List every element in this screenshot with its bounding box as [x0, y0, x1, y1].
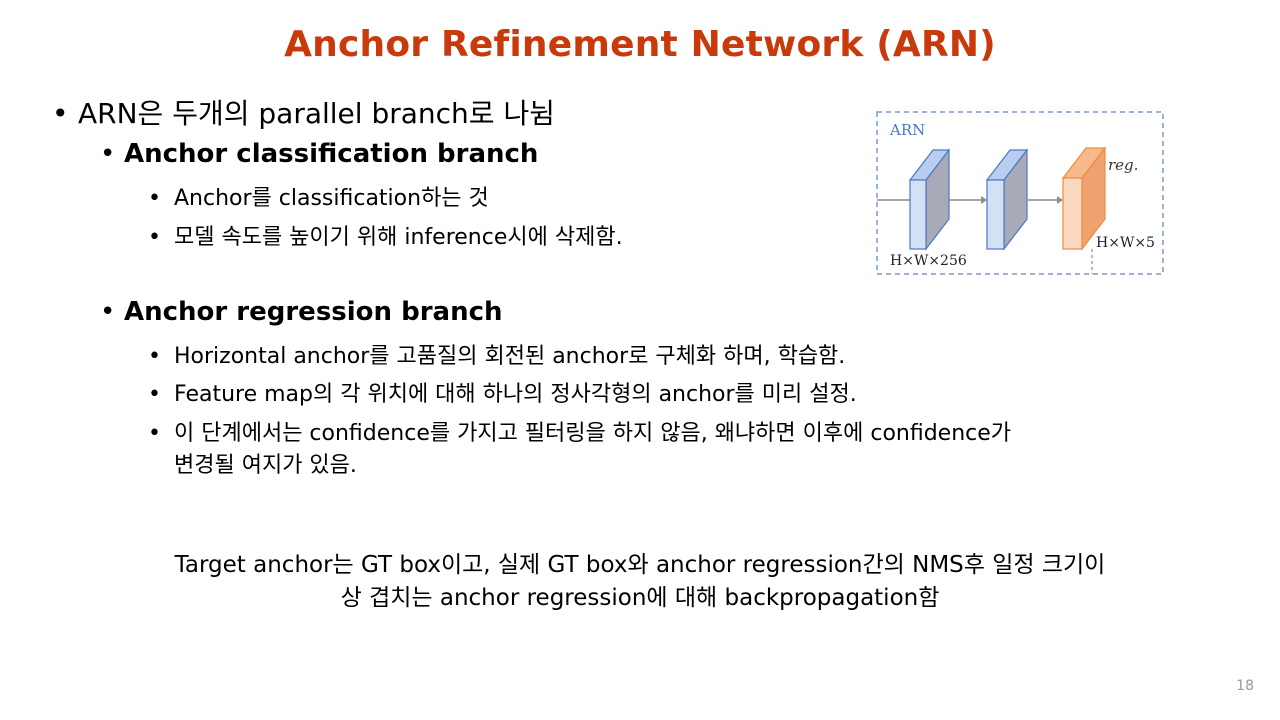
arrow-1-2-head — [981, 196, 987, 204]
dim-label-right: H×W×5 — [1096, 235, 1155, 251]
bullet-dot: • — [148, 186, 161, 211]
reg-label: reg. — [1108, 156, 1138, 174]
bullet-text: Anchor regression branch — [124, 297, 503, 327]
bullet-regression-item-3: • 이 단계에서는 confidence를 가지고 필터링을 하지 않음, 왜냐하… — [148, 415, 1011, 447]
bullet-text: Horizontal anchor를 고품질의 회전된 anchor로 구체화 … — [174, 344, 846, 369]
bullet-classification-item-2: • 모델 속도를 높이기 위해 inference시에 삭제함. — [148, 219, 623, 251]
arn-diagram: ARN reg. H×W×256 H×W×5 — [876, 111, 1164, 275]
bullet-arn-branches: • ARN은 두개의 parallel branch로 나뉨 — [52, 92, 555, 132]
regression-output-map — [1061, 146, 1107, 251]
bullet-regression-item-2: • Feature map의 각 위치에 대해 하나의 정사각형의 anchor를… — [148, 376, 857, 408]
bullet-dot: • — [100, 139, 116, 169]
bullet-text: 이 단계에서는 confidence를 가지고 필터링을 하지 않음, 왜냐하면… — [174, 421, 1012, 446]
bullet-regression-item-1: • Horizontal anchor를 고품질의 회전된 anchor로 구체화… — [148, 338, 845, 370]
diagram-arn-label: ARN — [889, 121, 925, 139]
bullet-dot: • — [52, 97, 69, 130]
bullet-dot: • — [148, 421, 161, 446]
bullet-text: 모델 속도를 높이기 위해 inference시에 삭제함. — [174, 225, 623, 250]
note-line-2: 상 겹치는 anchor regression에 대해 backpropagat… — [340, 585, 940, 611]
feature-map-2 — [985, 148, 1029, 251]
slide-title: Anchor Refinement Network (ARN) — [284, 24, 996, 65]
bullet-text: ARN은 두개의 parallel branch로 나뉨 — [78, 97, 555, 130]
bullet-text: Anchor를 classification하는 것 — [174, 186, 489, 211]
page-number: 18 — [1236, 678, 1254, 694]
bullet-dot: • — [148, 382, 161, 407]
bullet-dot: • — [100, 297, 116, 327]
note-line-1: Target anchor는 GT box이고, 실제 GT box와 anch… — [174, 552, 1106, 578]
bullet-dot: • — [148, 225, 161, 250]
bullet-classification-item-1: • Anchor를 classification하는 것 — [148, 180, 489, 212]
bullet-text: Feature map의 각 위치에 대해 하나의 정사각형의 anchor를 … — [174, 382, 857, 407]
bullet-regression-heading: • Anchor regression branch — [100, 297, 503, 327]
feature-map-1 — [908, 148, 951, 251]
bullet-text: Anchor classification branch — [124, 139, 539, 169]
bullet-classification-heading: • Anchor classification branch — [100, 139, 538, 169]
diagram-dashed-border — [876, 111, 1164, 275]
dim-label-left: H×W×256 — [890, 253, 967, 269]
arrow-2-3-head — [1057, 196, 1063, 204]
bullet-regression-item-3-continued: 변경될 여지가 있음. — [174, 453, 357, 478]
bullet-dot: • — [148, 344, 161, 369]
